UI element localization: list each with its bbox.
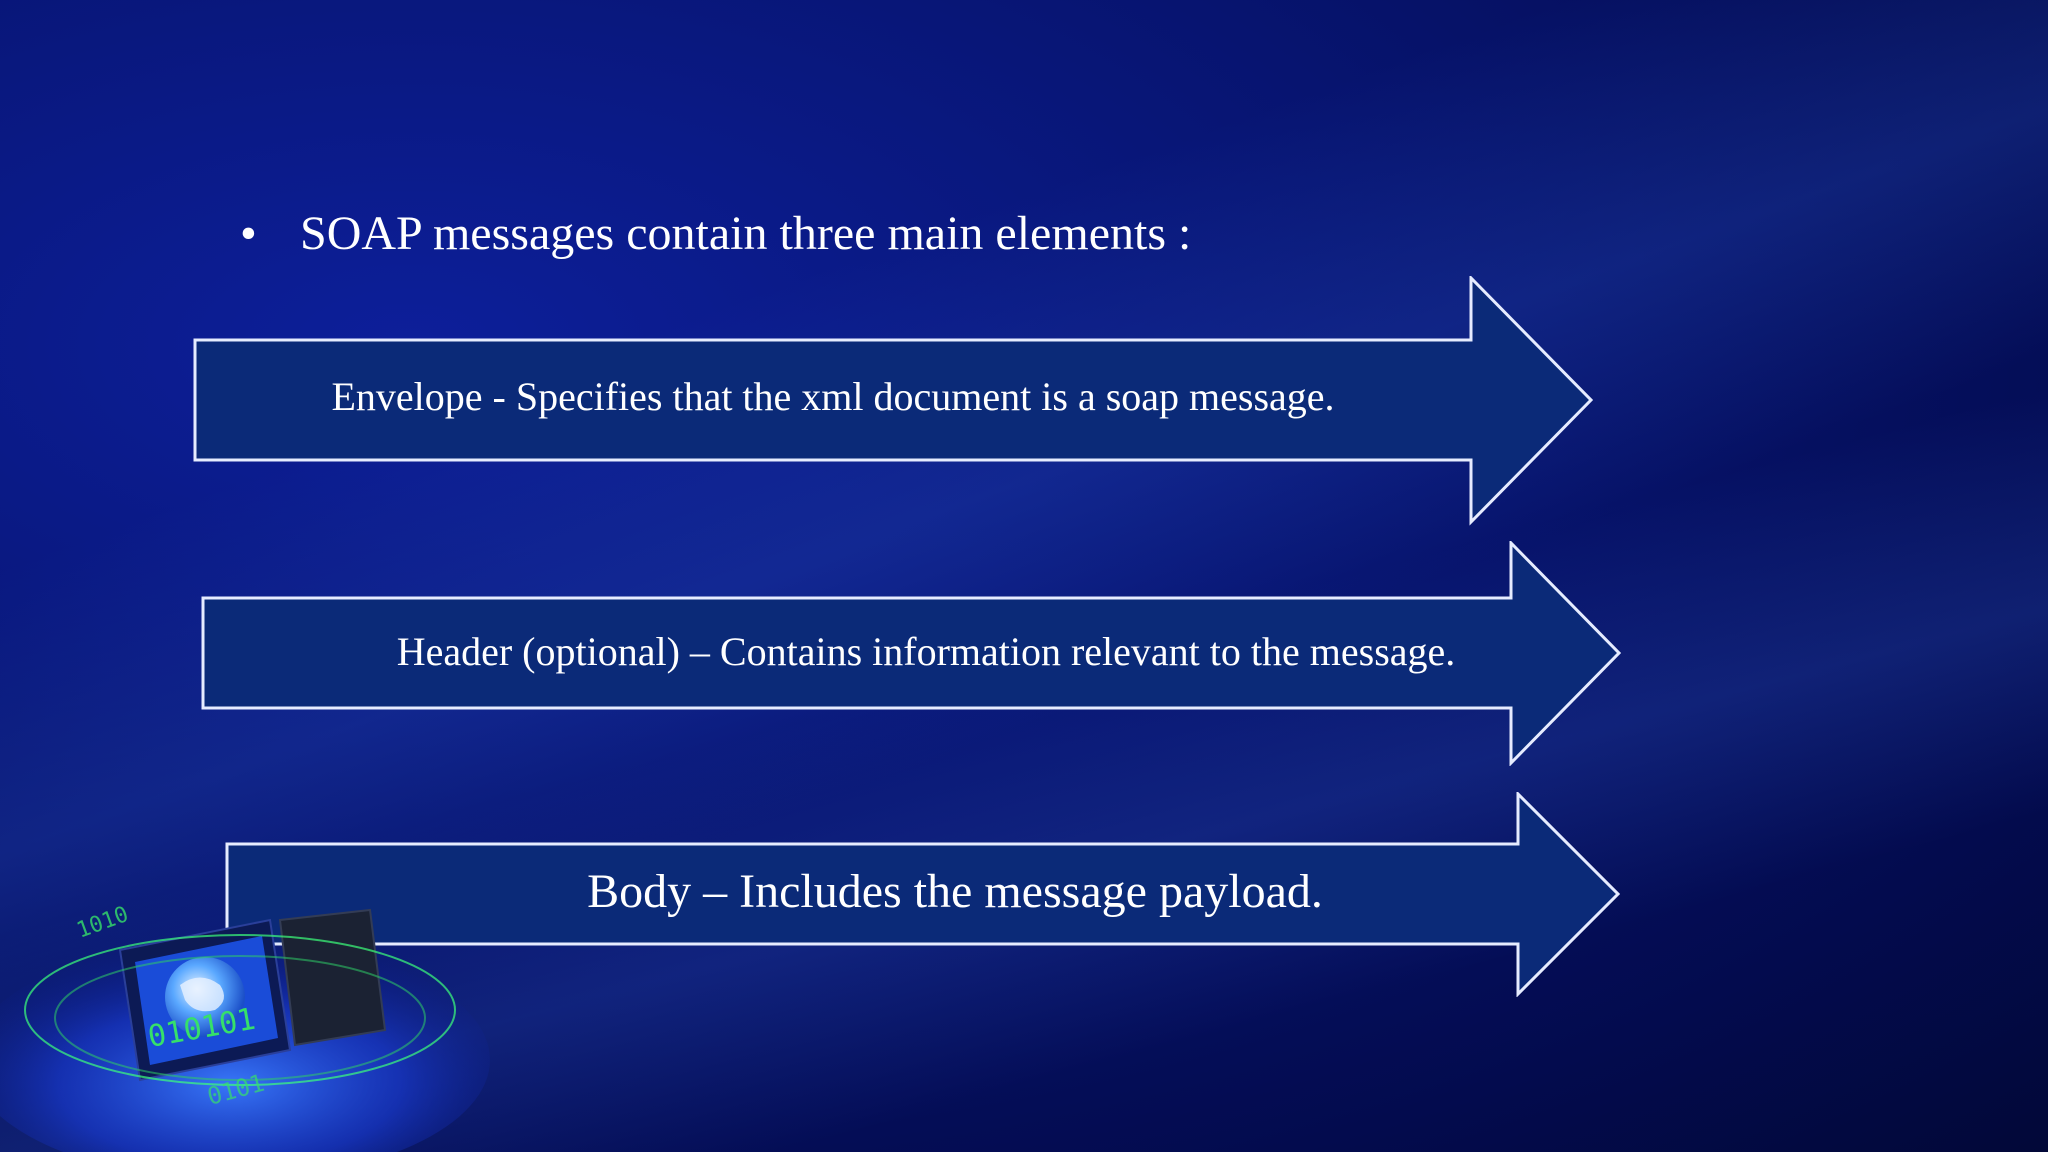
svg-text:1010: 1010 [74, 902, 132, 944]
arrow-body-label: Body – Includes the message payload. [587, 865, 1323, 918]
arrow-header-label: Header (optional) – Contains information… [396, 629, 1456, 674]
arrow-body: Body – Includes the message payload. [225, 792, 1620, 997]
bullet-line: • SOAP messages contain three main elemen… [240, 204, 1191, 264]
arrow-body-shape [225, 792, 1620, 997]
bullet-text: SOAP messages contain three main element… [300, 207, 1192, 260]
arrow-header: Header (optional) – Contains information… [201, 541, 1621, 766]
globe-computer-binary-icon: 010101 1010 0101 [0, 860, 500, 1152]
arrow-envelope-label: Envelope - Specifies that the xml docume… [331, 374, 1335, 419]
arrow-header-shape [201, 541, 1621, 766]
arrow-envelope: Envelope - Specifies that the xml docume… [193, 276, 1593, 526]
bullet-dot: • [240, 207, 257, 260]
arrow-envelope-shape [193, 276, 1593, 526]
